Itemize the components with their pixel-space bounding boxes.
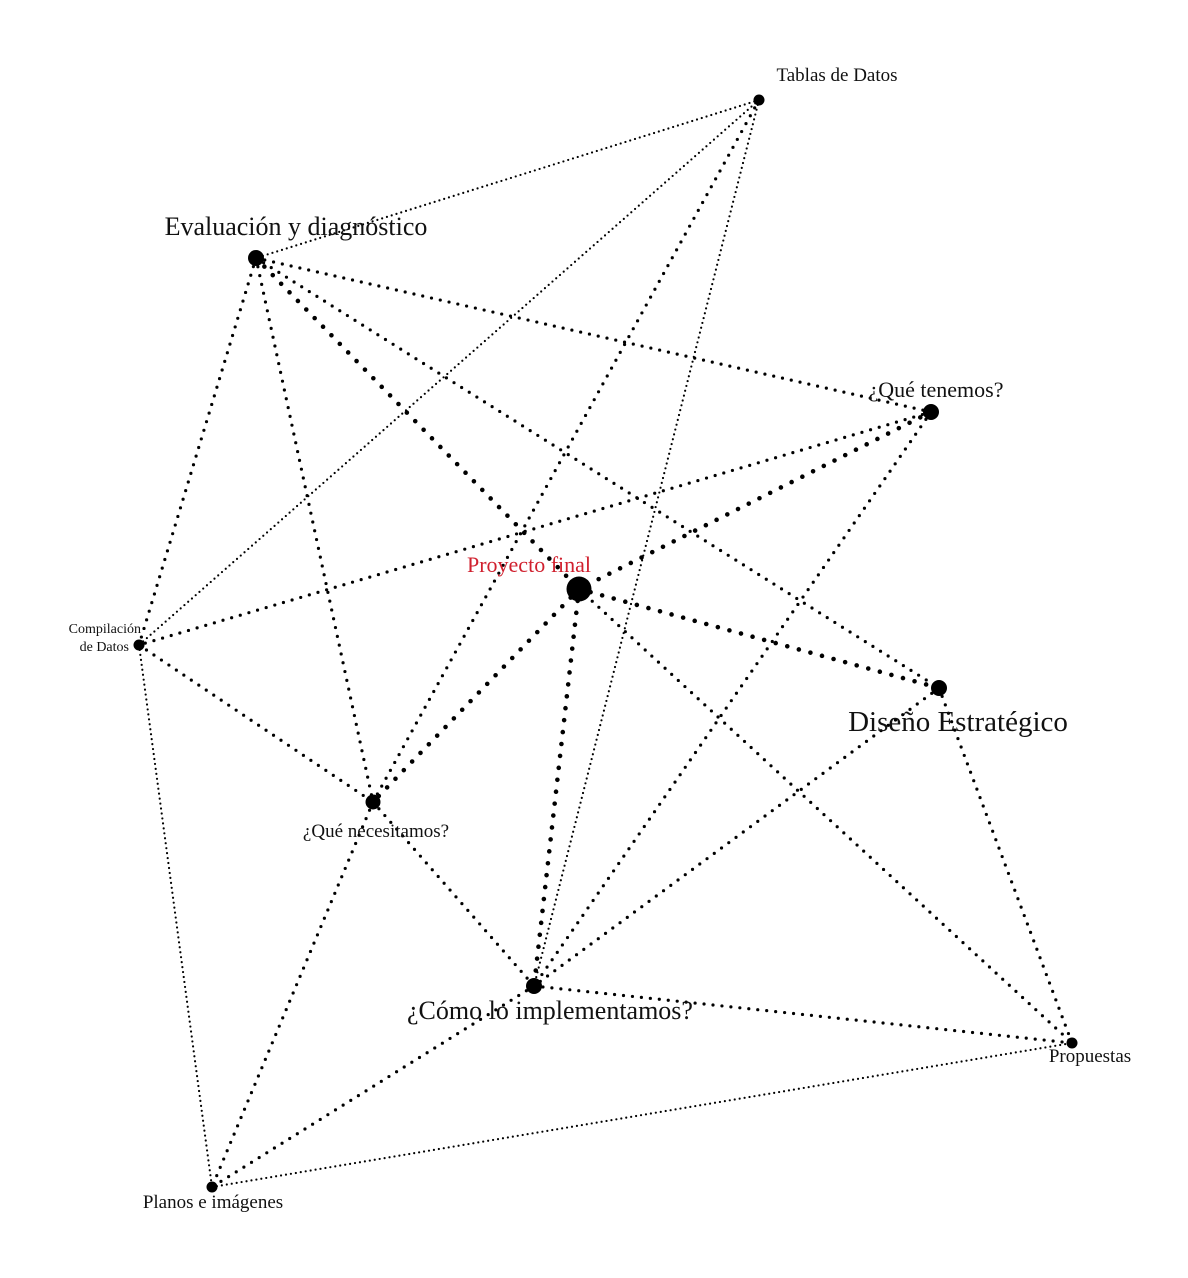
label-tablas: Tablas de Datos bbox=[776, 65, 897, 86]
label-como: ¿Cómo lo implementamos? bbox=[407, 996, 693, 1025]
label-necesitamos: ¿Qué necesitamos? bbox=[303, 821, 449, 842]
edge-tablas-compilacion bbox=[137, 98, 761, 647]
node-propuestas bbox=[1066, 1037, 1078, 1049]
edge-evaluacion-tenemos bbox=[254, 256, 933, 414]
label-compilacion-line2: de Datos bbox=[80, 640, 129, 655]
edge-compilacion-planos bbox=[137, 643, 214, 1189]
edge-evaluacion-compilacion bbox=[137, 256, 258, 647]
node-diseno bbox=[931, 680, 947, 696]
edge-compilacion-necesitamos bbox=[137, 643, 375, 804]
edge-diseno-como bbox=[532, 686, 941, 988]
edge-necesitamos-planos bbox=[210, 800, 375, 1189]
labels: Tablas de Datos Evaluación y diagnóstico… bbox=[69, 65, 1131, 1213]
edge-proyecto-propuestas bbox=[577, 587, 1074, 1045]
label-propuestas: Propuestas bbox=[1049, 1046, 1131, 1067]
label-tenemos: ¿Qué tenemos? bbox=[869, 377, 1004, 402]
edge-como-propuestas bbox=[532, 984, 1074, 1045]
edge-tablas-necesitamos bbox=[371, 98, 761, 804]
label-planos: Planos e imágenes bbox=[143, 1192, 283, 1213]
node-tenemos bbox=[923, 404, 939, 420]
edge-evaluacion-necesitamos bbox=[254, 256, 375, 804]
label-evaluacion: Evaluación y diagnóstico bbox=[165, 212, 428, 241]
nodes bbox=[133, 94, 1078, 1193]
label-diseno: Diseño Estratégico bbox=[848, 706, 1068, 738]
edge-tenemos-como bbox=[532, 410, 933, 988]
edge-evaluacion-proyecto bbox=[253, 255, 582, 592]
edge-diseno-propuestas bbox=[937, 686, 1074, 1045]
edge-proyecto-necesitamos bbox=[370, 586, 582, 805]
label-proyecto: Proyecto final bbox=[467, 552, 591, 577]
edge-tablas-evaluacion bbox=[254, 98, 761, 260]
edge-proyecto-diseno bbox=[576, 586, 942, 691]
node-evaluacion bbox=[248, 250, 264, 266]
node-necesitamos bbox=[365, 794, 381, 810]
edge-como-planos bbox=[210, 984, 536, 1189]
edges bbox=[137, 98, 1074, 1189]
edge-proyecto-como bbox=[531, 586, 582, 989]
edge-tablas-como bbox=[532, 98, 761, 988]
label-compilacion-line1: Compilación bbox=[69, 622, 141, 637]
node-planos bbox=[206, 1181, 218, 1193]
edge-planos-propuestas bbox=[210, 1041, 1074, 1189]
edge-tenemos-proyecto bbox=[576, 409, 934, 592]
edge-evaluacion-diseno bbox=[254, 256, 941, 690]
edge-tenemos-compilacion bbox=[137, 410, 933, 647]
node-proyecto bbox=[566, 576, 592, 602]
node-compilacion bbox=[133, 639, 145, 651]
node-como bbox=[526, 978, 542, 994]
node-tablas bbox=[753, 94, 765, 106]
